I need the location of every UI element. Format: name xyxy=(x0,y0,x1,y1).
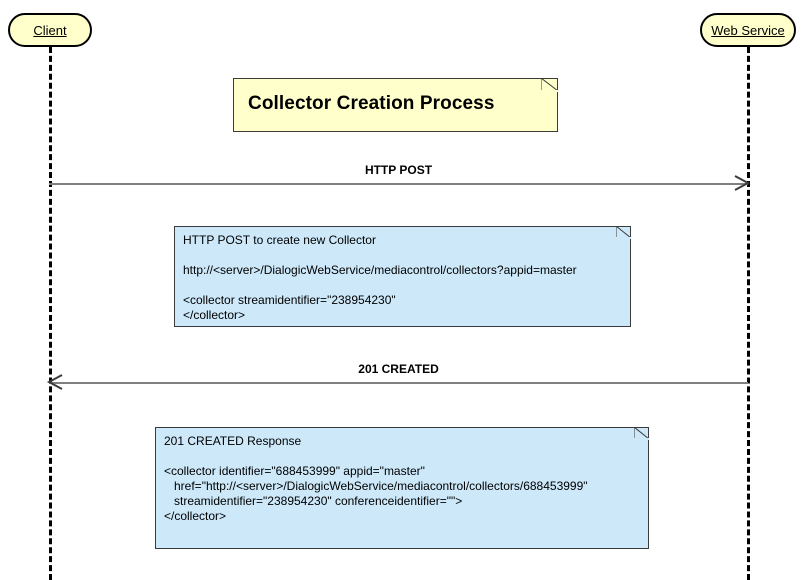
response-note-inner: 201 CREATED Response <collector identifi… xyxy=(156,427,650,548)
request-note: HTTP POST to create new Collector http:/… xyxy=(174,226,632,327)
lifeline-webservice xyxy=(747,47,750,580)
title-note-text: Collector Creation Process xyxy=(248,93,495,114)
title-note-inner: Collector Creation Process xyxy=(234,78,559,131)
note-fold-icon xyxy=(616,226,632,241)
message-line-http-post[interactable] xyxy=(49,183,748,185)
message-label-http-post: HTTP POST xyxy=(364,163,433,177)
response-note-text: 201 CREATED Response <collector identifi… xyxy=(164,434,588,523)
request-note-text: HTTP POST to create new Collector http:/… xyxy=(183,233,577,322)
participant-webservice-label: Web Service xyxy=(711,22,785,38)
participant-webservice[interactable]: Web Service xyxy=(700,13,796,47)
request-note-inner: HTTP POST to create new Collector http:/… xyxy=(175,226,632,326)
lifeline-client xyxy=(49,47,52,580)
message-line-201-created[interactable] xyxy=(49,382,748,384)
message-label-201-created: 201 CREATED xyxy=(358,362,439,376)
participant-client-label: Client xyxy=(33,22,67,38)
response-note: 201 CREATED Response <collector identifi… xyxy=(155,427,650,549)
title-note: Collector Creation Process xyxy=(233,78,559,132)
participant-client[interactable]: Client xyxy=(8,13,92,47)
note-fold-icon xyxy=(541,78,559,95)
note-fold-icon xyxy=(634,427,650,442)
